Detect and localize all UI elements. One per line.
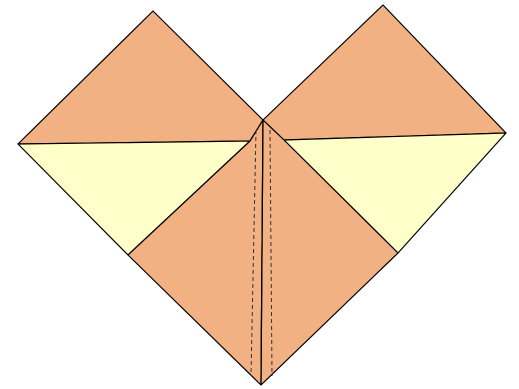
left-upper-flap	[18, 11, 263, 144]
right-upper-flap	[263, 5, 506, 140]
